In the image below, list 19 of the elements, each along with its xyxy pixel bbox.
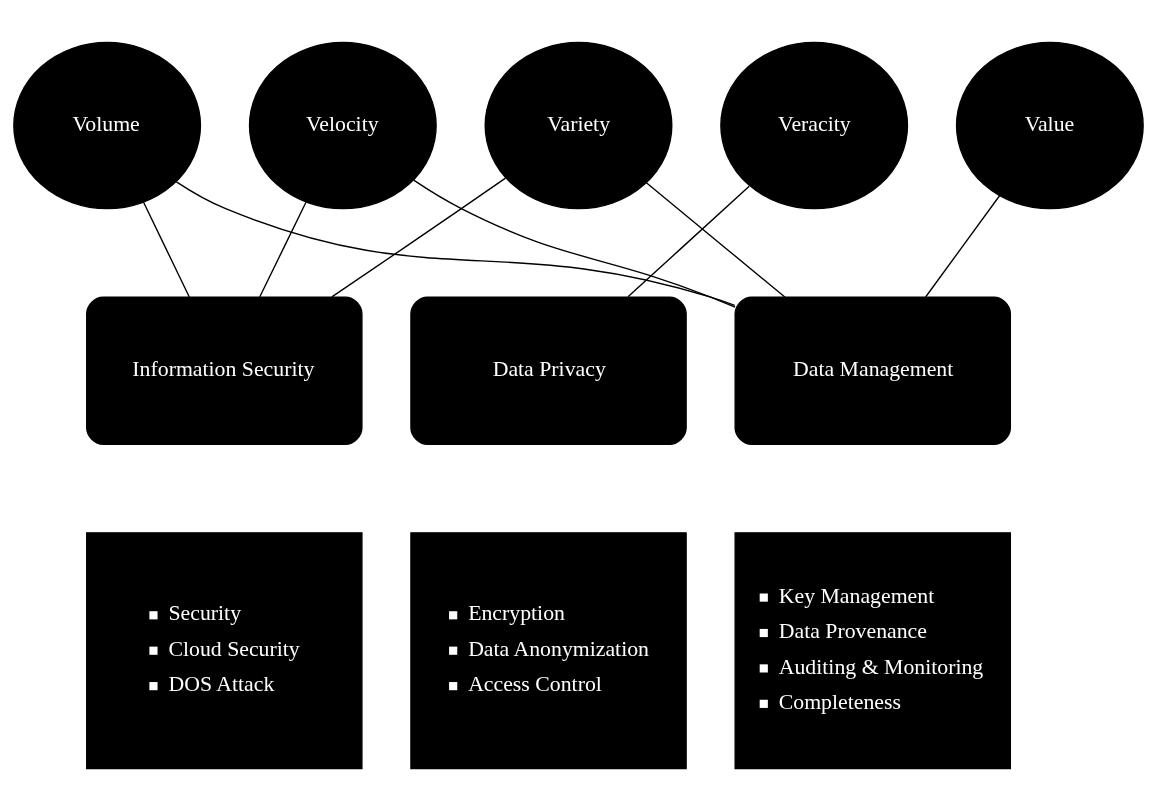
node-ellipse: Volume xyxy=(13,41,202,209)
node-ellipse: Veracity xyxy=(720,41,909,209)
connector xyxy=(259,201,307,298)
node-box: Data Privacy xyxy=(410,296,687,445)
node-box: Data Management xyxy=(734,296,1012,445)
connector xyxy=(627,185,750,297)
connector xyxy=(645,181,786,298)
node-box: Encryption Data Anonymization Access Control xyxy=(410,531,687,769)
node-ellipse: Variety xyxy=(484,41,673,209)
node-ellipse: Value xyxy=(955,41,1144,209)
node-box: Security Cloud Security DOS Attack xyxy=(86,531,363,769)
connector xyxy=(331,176,507,298)
connector xyxy=(175,180,736,306)
node-box: Information Security xyxy=(86,296,363,445)
connector xyxy=(142,201,190,298)
node-box: Key Management Data Provenance Auditing & Monitoring Completeness xyxy=(734,531,1012,769)
node-ellipse: Velocity xyxy=(248,41,437,209)
connector xyxy=(413,179,736,308)
connector xyxy=(924,194,1001,298)
